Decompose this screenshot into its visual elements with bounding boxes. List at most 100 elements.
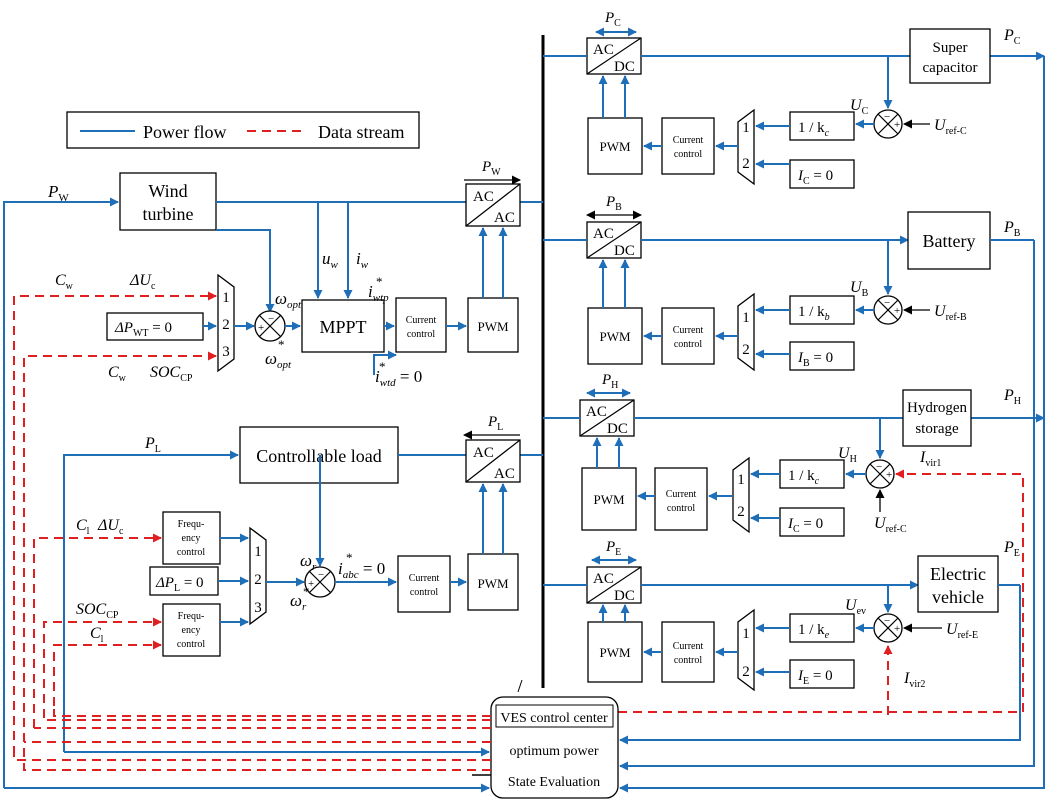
svg-text:Current: Current bbox=[666, 489, 697, 500]
hydrogen-branch: AC DC PH Hydrogen storage PH PWM Current… bbox=[543, 372, 1045, 713]
svg-text:AC: AC bbox=[494, 466, 515, 482]
svg-text:PC: PC bbox=[1003, 27, 1021, 47]
wind-turbine-label-1: Wind bbox=[148, 181, 187, 201]
svg-text:*: * bbox=[376, 274, 383, 289]
ves-optimum-power-label: optimum power bbox=[509, 744, 598, 759]
svg-text:AC: AC bbox=[593, 42, 614, 58]
svg-text:1 / kc: 1 / kc bbox=[798, 120, 830, 139]
svg-text:ΔUc: ΔUc bbox=[129, 272, 156, 292]
svg-text:2: 2 bbox=[222, 317, 230, 333]
supercap-current-control-block bbox=[661, 117, 715, 175]
svg-text:Current: Current bbox=[673, 641, 704, 652]
svg-text:ωr: ωr bbox=[300, 551, 317, 573]
battery-branch: AC DC PB Battery PB PWM Current control … bbox=[543, 194, 1021, 372]
hydrogen-pwm-block bbox=[581, 467, 637, 531]
svg-text:Uref-C: Uref-C bbox=[934, 117, 967, 137]
svg-text:1 / kb: 1 / kb bbox=[798, 304, 830, 323]
supercap-gain-block bbox=[789, 111, 855, 141]
mppt-label: MPPT bbox=[319, 317, 366, 337]
supercap-selector-mux bbox=[737, 108, 755, 186]
battery-label: Battery bbox=[923, 231, 976, 251]
svg-text:control: control bbox=[410, 587, 439, 598]
svg-text:*: * bbox=[278, 337, 285, 352]
wind-current-control-block bbox=[395, 297, 447, 353]
svg-text:uw: uw bbox=[322, 249, 339, 271]
super-capacitor-label-2: capacitor bbox=[923, 60, 978, 76]
svg-text:ωr: ωr bbox=[290, 591, 307, 613]
svg-text:PE: PE bbox=[605, 539, 621, 558]
legend-power-flow-label: Power flow bbox=[143, 122, 227, 142]
wind-turbine-label-2: turbine bbox=[143, 204, 194, 224]
svg-text:PC: PC bbox=[604, 10, 621, 29]
svg-text:control: control bbox=[667, 503, 696, 514]
svg-text:−: − bbox=[268, 313, 274, 325]
ves-state-evaluation-label: State Evaluation bbox=[508, 775, 600, 790]
electric-vehicle-block bbox=[917, 555, 999, 613]
svg-text:iwtd = 0: iwtd = 0 bbox=[375, 367, 422, 389]
frequency-control-block-1 bbox=[162, 511, 221, 565]
load-section: Controllable load PL AC AC PL Frequ- enc… bbox=[33, 414, 543, 752]
svg-text:2: 2 bbox=[742, 156, 750, 172]
load-pwm-block bbox=[467, 553, 519, 611]
svg-text:+: + bbox=[308, 578, 314, 590]
svg-text:control: control bbox=[177, 639, 206, 650]
ves-center-title: VES control center bbox=[500, 711, 608, 726]
svg-text:ωopt: ωopt bbox=[275, 289, 302, 311]
svg-text:PWM: PWM bbox=[599, 645, 631, 660]
svg-text:PH: PH bbox=[1003, 387, 1021, 407]
svg-text:Uref-E: Uref-E bbox=[946, 621, 978, 641]
svg-text:PW: PW bbox=[481, 159, 501, 178]
svg-text:1 / kc: 1 / kc bbox=[788, 468, 820, 487]
svg-text:UC: UC bbox=[850, 97, 869, 117]
svg-text:−: − bbox=[884, 111, 890, 123]
battery-ib-block bbox=[789, 341, 855, 371]
svg-text:1: 1 bbox=[742, 120, 750, 136]
supercap-ic-block bbox=[789, 159, 855, 189]
hydrogen-current-control-block bbox=[654, 467, 708, 531]
svg-text:control: control bbox=[674, 339, 703, 350]
svg-text:2: 2 bbox=[254, 572, 262, 588]
svg-text:AC: AC bbox=[593, 226, 614, 242]
svg-text:ΔUc: ΔUc bbox=[97, 517, 124, 537]
svg-text:AC: AC bbox=[494, 210, 515, 226]
svg-text:AC: AC bbox=[473, 189, 494, 205]
svg-text:Uref-C: Uref-C bbox=[874, 515, 907, 535]
svg-text:PW: PW bbox=[47, 182, 69, 204]
svg-text:PWM: PWM bbox=[593, 492, 625, 507]
svg-text:UH: UH bbox=[838, 445, 857, 465]
svg-text:Current: Current bbox=[406, 315, 437, 326]
svg-text:*: * bbox=[346, 550, 353, 565]
svg-text:2: 2 bbox=[737, 504, 745, 520]
svg-text:control: control bbox=[674, 655, 703, 666]
svg-text:AC: AC bbox=[593, 571, 614, 587]
battery-selector-mux bbox=[737, 292, 755, 372]
svg-text:IE = 0: IE = 0 bbox=[797, 668, 833, 687]
svg-text:Frequ-: Frequ- bbox=[178, 519, 205, 530]
svg-text:−: − bbox=[318, 569, 324, 581]
svg-text:+: + bbox=[894, 623, 900, 635]
svg-text:Frequ-: Frequ- bbox=[178, 611, 205, 622]
svg-text:1: 1 bbox=[737, 472, 745, 488]
svg-text:1: 1 bbox=[742, 626, 750, 642]
svg-text:UB: UB bbox=[850, 279, 869, 299]
svg-text:PWM: PWM bbox=[599, 139, 631, 154]
svg-text:ωopt: ωopt bbox=[265, 349, 292, 371]
svg-text:+: + bbox=[894, 305, 900, 317]
svg-text:1 / ke: 1 / ke bbox=[798, 622, 830, 641]
supercap-branch: AC DC PC Super capacitor PC PWM Current … bbox=[543, 10, 1045, 189]
super-capacitor-label-1: Super bbox=[933, 40, 968, 56]
svg-text:−: − bbox=[884, 297, 890, 309]
svg-text:iw: iw bbox=[356, 249, 369, 271]
battery-pwm-block bbox=[587, 307, 643, 365]
svg-text:1: 1 bbox=[254, 544, 262, 560]
hydrogen-storage-label-2: storage bbox=[915, 421, 959, 437]
frequency-control-block-2 bbox=[162, 603, 221, 657]
battery-block bbox=[907, 211, 991, 270]
super-capacitor-block bbox=[909, 28, 991, 84]
svg-text:PWM: PWM bbox=[477, 576, 509, 591]
svg-text:Ivir2: Ivir2 bbox=[903, 670, 925, 690]
wind-selector-mux bbox=[217, 273, 235, 373]
svg-text:Cw: Cw bbox=[108, 364, 127, 384]
